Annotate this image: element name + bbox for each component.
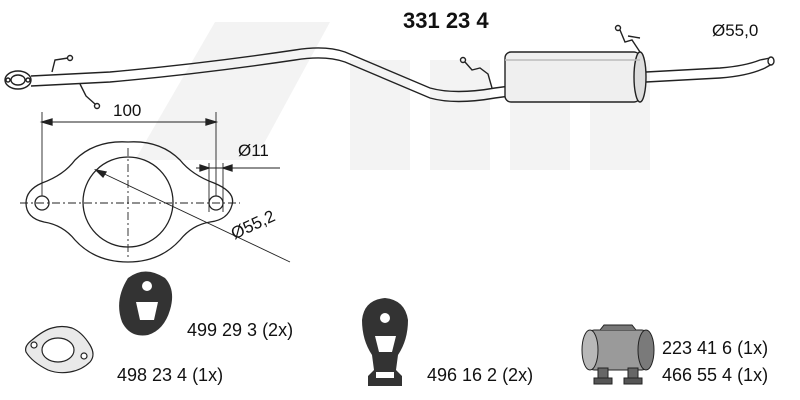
flange-dimension-drawing [20,112,291,263]
pipe-diameter-label: Ø55,0 [712,21,759,40]
hanger-rod-inlet [51,54,101,110]
muffler-body [504,51,647,103]
outlet-pipe-upper [645,57,771,73]
flange-gasket-icon [25,325,94,374]
accessory-label-hanger-a: 499 29 3 (2x) [187,320,294,340]
accessory-label-clamp: 223 41 6 (1x) [662,338,769,358]
main-pipe-lower [30,57,511,103]
hanger-rod-muffler [459,56,493,89]
exhaust-pipe-assembly [4,24,775,110]
rubber-hanger-a-icon [119,271,173,336]
accessory-label-hanger-b: 496 16 2 (2x) [427,365,534,385]
part-number: 331 23 4 [403,8,489,33]
accessory-label-gasket: 498 23 4 (1x) [117,365,224,385]
pipe-clamp-icon [581,324,655,385]
outlet-pipe-lower [645,63,773,83]
hole-diameter-label: Ø11 [238,141,269,160]
rubber-hanger-b-icon [362,298,408,386]
accessory-label-clamp-alt: 466 55 4 (1x) [662,365,769,385]
bolt-distance-label: 100 [113,101,142,120]
main-pipe-upper [30,47,511,93]
inlet-flange [4,70,32,90]
muffler-hanger [619,29,641,53]
flange-outline [25,141,234,263]
bore-diameter-leader [95,169,291,263]
